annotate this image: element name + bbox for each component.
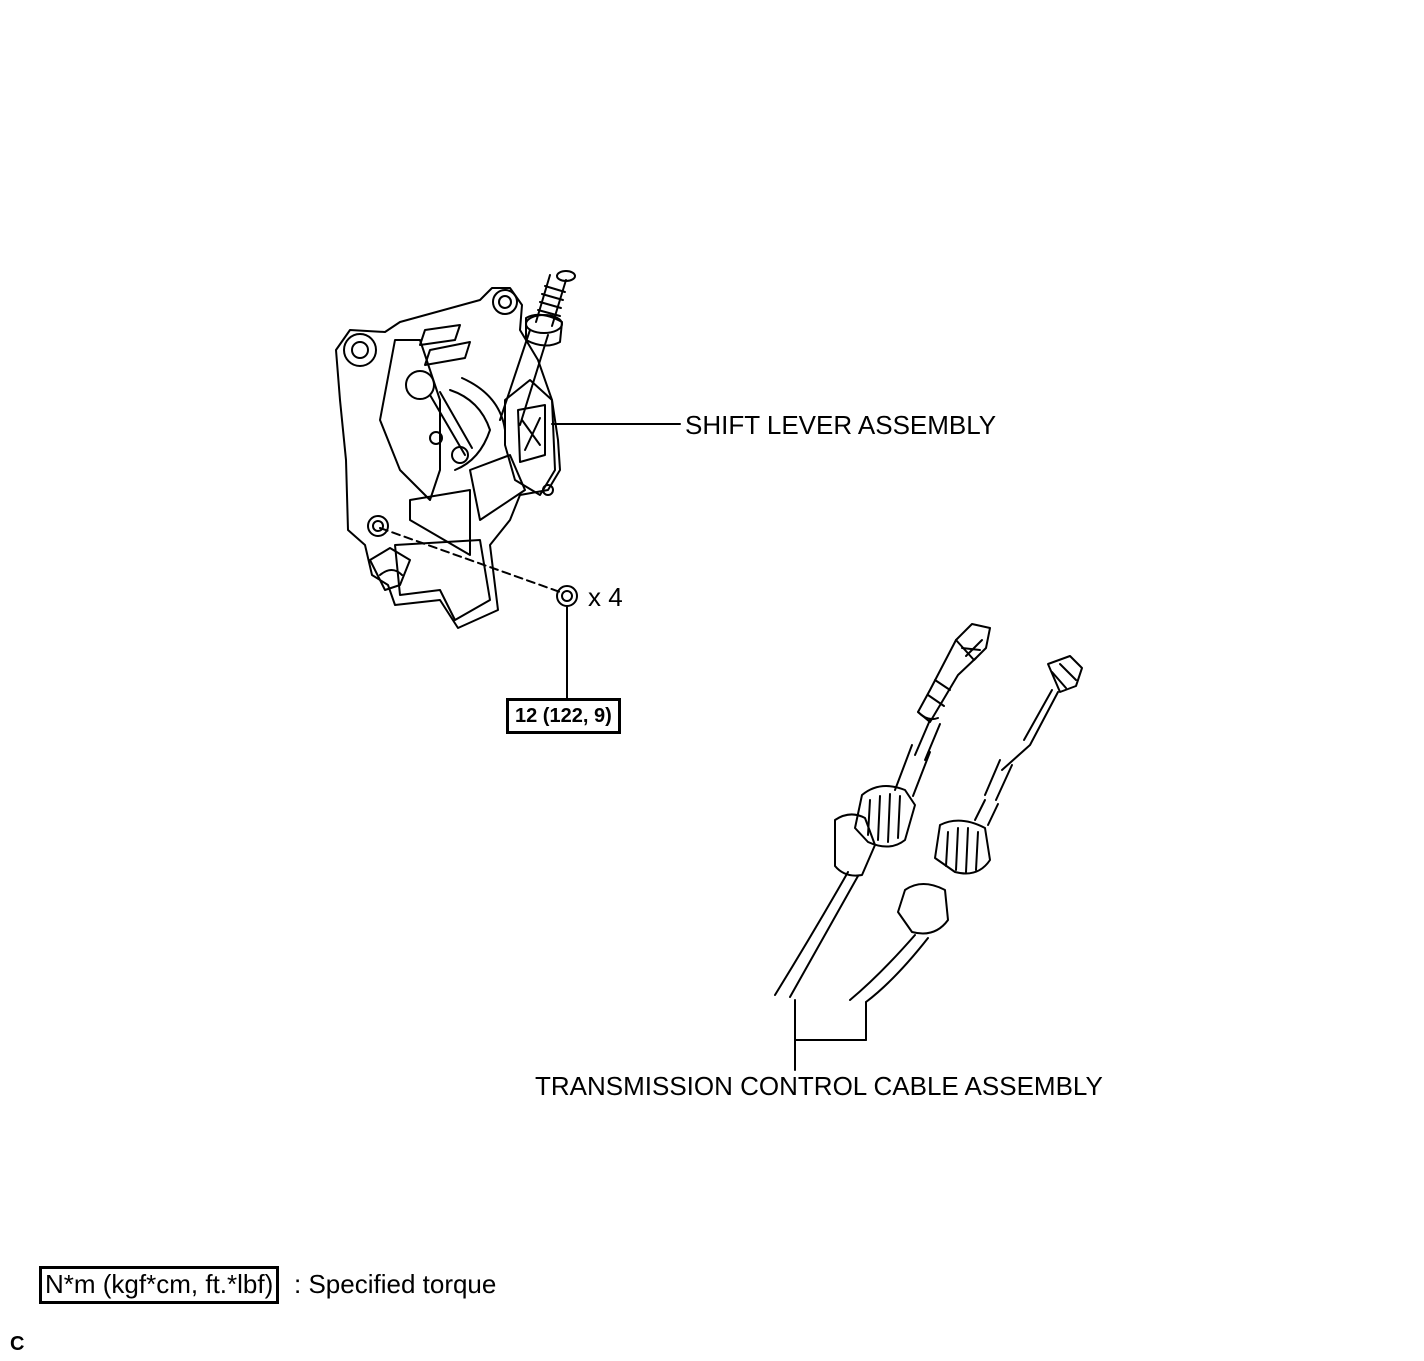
- nut-count-label: x 4: [588, 582, 623, 612]
- cable-label: TRANSMISSION CONTROL CABLE ASSEMBLY: [535, 1071, 1103, 1101]
- nut-icon: [556, 585, 578, 607]
- torque-value-box: 12 (122, 9): [506, 698, 621, 734]
- cable-1-drawing: [774, 623, 991, 998]
- nut-dashed-leader: [379, 527, 561, 593]
- shift-lever-assembly-drawing: [335, 270, 576, 629]
- cable-bracket-leader: [794, 999, 867, 1071]
- cable-2-drawing: [849, 655, 1083, 1003]
- shift-lever-label: SHIFT LEVER ASSEMBLY: [685, 410, 997, 440]
- legend-description: : Specified torque: [294, 1269, 497, 1299]
- legend-unit-box: N*m (kgf*cm, ft.*lbf): [39, 1266, 280, 1304]
- corner-mark: C: [10, 1333, 25, 1355]
